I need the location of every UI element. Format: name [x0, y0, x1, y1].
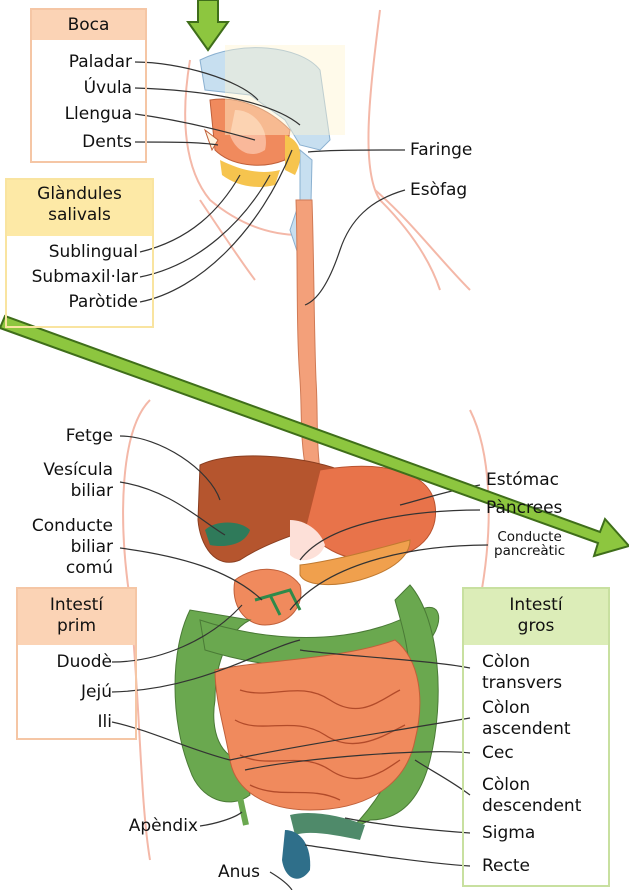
label-recte: Recte	[482, 856, 530, 877]
label-conducte-pancreatic-line1: Conducte	[494, 530, 565, 544]
label-cec: Cec	[482, 743, 514, 764]
label-vesicula-line1: Vesícula	[10, 460, 113, 481]
label-parotide: Paròtide	[8, 292, 138, 313]
label-conducte-pancreatic-line2: pancreàtic	[494, 544, 565, 558]
label-conducte-biliar-line2: biliar	[10, 537, 113, 558]
label-conducte-biliar: Conducte biliar comú	[10, 516, 113, 579]
label-colon-descendent-line2: descendent	[482, 796, 581, 817]
label-fetge: Fetge	[10, 426, 113, 447]
label-colon-ascendent: Còlon ascendent	[482, 698, 571, 740]
label-apendix: Apèndix	[90, 816, 198, 837]
small-intestine-title-line1: Intestí	[18, 595, 135, 616]
label-anus: Anus	[218, 862, 260, 883]
label-vesicula: Vesícula biliar	[10, 460, 113, 502]
salivary-glands-title-line2: salivals	[7, 205, 152, 226]
label-colon-descendent: Còlon descendent	[482, 775, 581, 817]
small-intestine-title: Intestí prim	[18, 589, 135, 645]
label-faringe: Faringe	[410, 140, 472, 161]
label-colon-transvers: Còlon transvers	[482, 652, 562, 694]
large-intestine-title-line2: gros	[464, 616, 608, 637]
small-intestine-title-line2: prim	[18, 616, 135, 637]
label-jeju: Jejú	[20, 682, 112, 703]
label-sublingual: Sublingual	[8, 242, 138, 263]
label-sigma: Sigma	[482, 823, 535, 844]
salivary-glands-title-line1: Glàndules	[7, 184, 152, 205]
arrow-down-icon	[188, 0, 228, 50]
label-esofag: Esòfag	[410, 180, 467, 201]
label-vesicula-line2: biliar	[10, 481, 113, 502]
label-duode: Duodè	[20, 652, 112, 673]
label-conducte-pancreatic: Conducte pancreàtic	[494, 530, 565, 558]
label-colon-descendent-line1: Còlon	[482, 775, 581, 796]
salivary-glands-title: Glàndules salivals	[7, 180, 152, 236]
label-estomac: Estómac	[486, 470, 559, 491]
label-colon-ascendent-line2: ascendent	[482, 719, 571, 740]
label-conducte-biliar-line1: Conducte	[10, 516, 113, 537]
label-submaxillar: Submaxil·lar	[8, 267, 138, 288]
label-colon-transvers-line2: transvers	[482, 673, 562, 694]
label-uvula: Úvula	[40, 78, 132, 99]
mouth-group-title: Boca	[32, 10, 145, 40]
label-llengua: Llengua	[40, 104, 132, 125]
label-pancrees: Pàncrees	[486, 498, 562, 519]
label-dents: Dents	[40, 132, 132, 153]
label-conducte-biliar-line3: comú	[10, 558, 113, 579]
head-structures	[200, 45, 345, 260]
label-colon-ascendent-line1: Còlon	[482, 698, 571, 719]
large-intestine-title-line1: Intestí	[464, 595, 608, 616]
label-colon-transvers-line1: Còlon	[482, 652, 562, 673]
label-ili: Ili	[20, 712, 112, 733]
large-intestine-title: Intestí gros	[464, 589, 608, 645]
label-paladar: Paladar	[40, 52, 132, 73]
